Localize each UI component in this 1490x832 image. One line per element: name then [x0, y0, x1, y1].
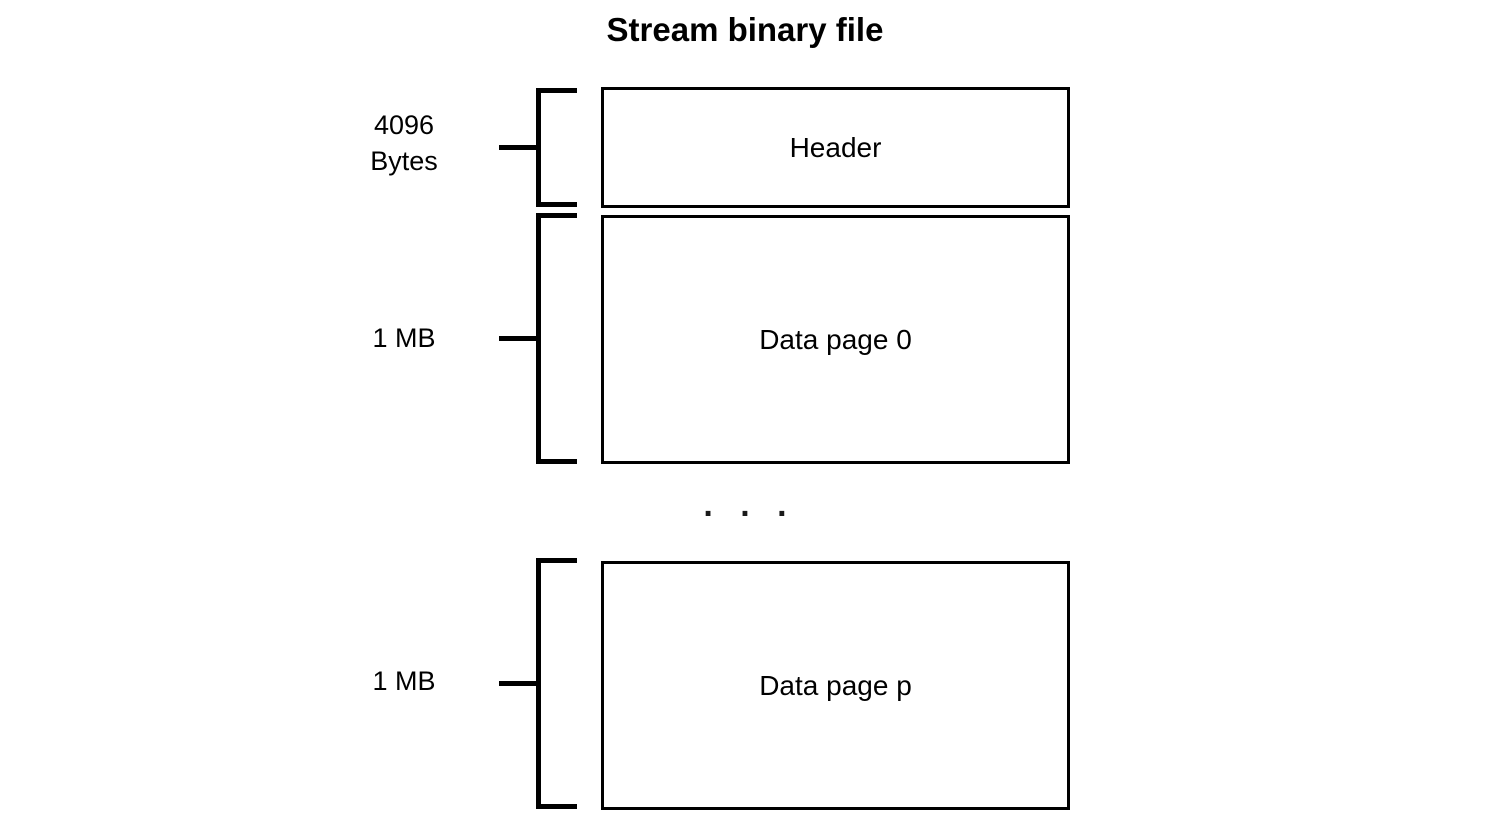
bracket-arm-top: [536, 558, 577, 563]
bracket-leader-tick: [499, 145, 536, 150]
bracket-arm-top: [536, 88, 577, 93]
size-label-data-page-p: 1 MB: [372, 666, 436, 696]
section-box-data-page-0[interactable]: Data page 0: [601, 215, 1070, 464]
section-label-data-page-0: Data page 0: [759, 323, 912, 355]
ellipsis-continuation: . . .: [703, 486, 796, 524]
bracket-arm-top: [536, 213, 577, 218]
size-label-header: 4096 Bytes: [370, 110, 438, 176]
bracket-arm-bottom: [536, 804, 577, 809]
diagram-title: Stream binary file: [606, 11, 884, 48]
section-label-header: Header: [789, 131, 882, 163]
bracket-spine: [536, 88, 541, 207]
bracket-leader-tick: [499, 336, 536, 341]
bracket-leader-tick: [499, 681, 536, 686]
section-box-header[interactable]: Header: [601, 87, 1070, 208]
section-box-data-page-p[interactable]: Data page p: [601, 561, 1070, 810]
bracket-spine: [536, 558, 541, 809]
bracket-arm-bottom: [536, 459, 577, 464]
bracket-arm-bottom: [536, 202, 577, 207]
bracket-spine: [536, 213, 541, 464]
size-label-data-page-0: 1 MB: [372, 323, 436, 353]
section-label-data-page-p: Data page p: [759, 669, 912, 701]
